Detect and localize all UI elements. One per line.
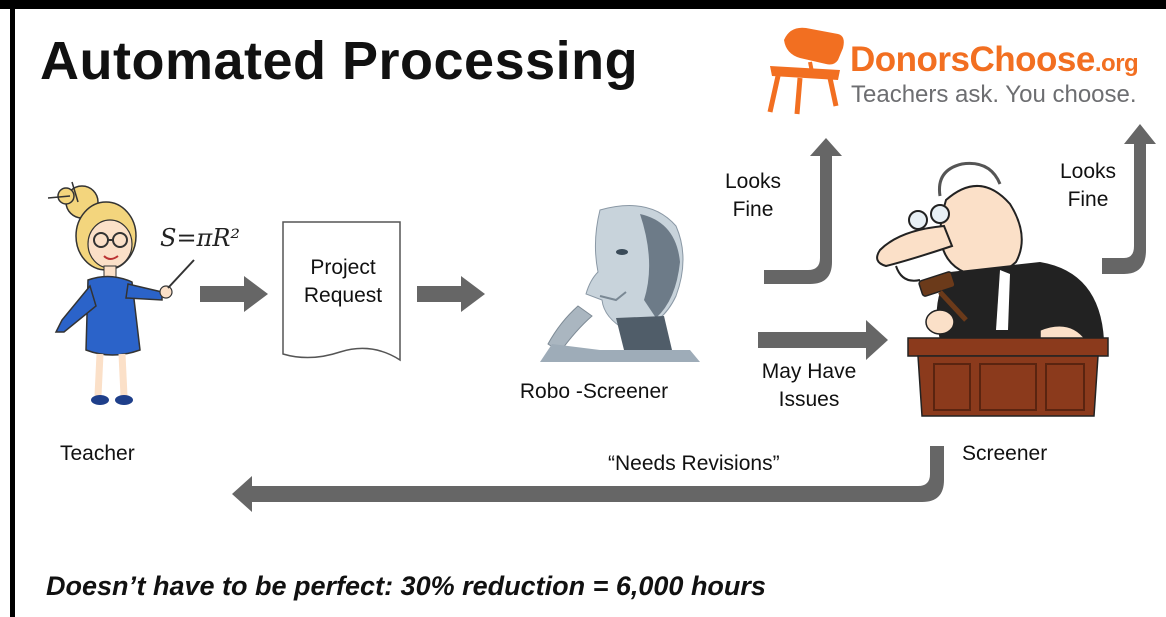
node-screener: Screener bbox=[962, 442, 1048, 465]
chair-logo-icon bbox=[767, 27, 844, 115]
arrow-needs-revisions bbox=[232, 446, 944, 512]
slide-frame-top bbox=[0, 0, 1166, 9]
judge-illustration bbox=[876, 161, 1109, 417]
node-robo-screener: Robo -Screener bbox=[520, 380, 668, 403]
edge-may-have-issues: May Have Issues bbox=[761, 360, 857, 411]
edge-needs-revisions: “Needs Revisions” bbox=[608, 452, 780, 475]
brand-suffix: .org bbox=[1094, 50, 1139, 77]
teacher-illustration bbox=[47, 181, 195, 405]
edge-screener-looks-fine: Looks Fine bbox=[1059, 160, 1117, 211]
edge-robo-looks-fine: Looks Fine bbox=[724, 170, 782, 221]
arrow-teacher-to-request bbox=[200, 276, 268, 312]
arrow-request-to-robo bbox=[417, 276, 485, 312]
slide-title: Automated Processing bbox=[40, 31, 639, 91]
arrow-screener-looks-fine bbox=[1102, 124, 1156, 274]
teacher-formula: S=πR² bbox=[160, 224, 240, 252]
arrow-robo-to-screener bbox=[758, 320, 888, 360]
node-project-request: Project Request bbox=[303, 256, 383, 307]
node-teacher: Teacher bbox=[60, 442, 135, 465]
arrow-robo-looks-fine bbox=[764, 138, 842, 284]
document-icon bbox=[282, 221, 401, 362]
slide-frame-left bbox=[10, 0, 15, 617]
robot-illustration bbox=[540, 205, 700, 362]
brand-logo[interactable]: DonorsChoose.org bbox=[850, 40, 1139, 80]
brand-name: DonorsChoose bbox=[850, 40, 1095, 79]
footer-note: Doesn’t have to be perfect: 30% reductio… bbox=[46, 571, 766, 601]
brand-tagline: Teachers ask. You choose. bbox=[851, 81, 1137, 108]
